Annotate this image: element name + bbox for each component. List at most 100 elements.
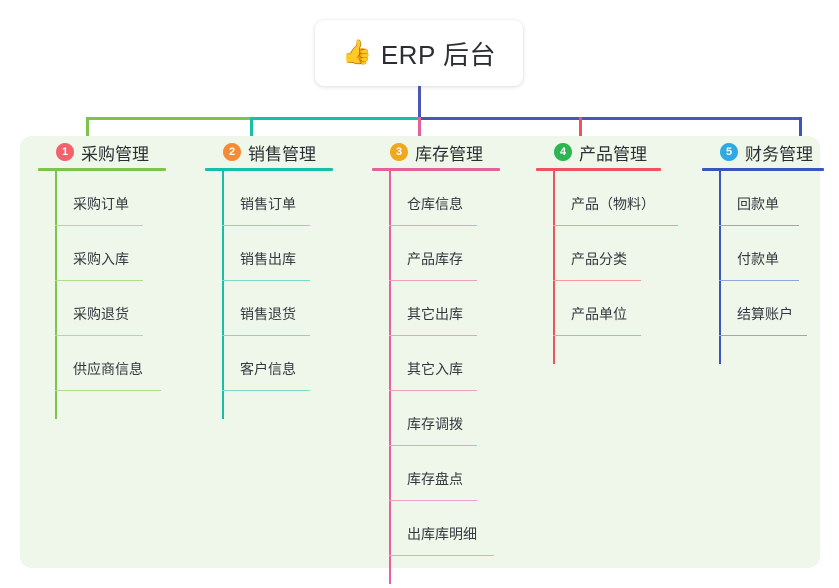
root-node-card[interactable]: 👍 ERP 后台 [315, 20, 523, 86]
branch-number-badge: 1 [56, 143, 74, 161]
leaf-node-rule [55, 334, 143, 336]
leaf-node[interactable]: 库存盘点 [389, 446, 500, 501]
leaf-node-label: 出库库明细 [407, 526, 477, 542]
branch-spine-line [55, 171, 57, 419]
leaf-node-label: 产品（物料） [571, 196, 655, 212]
leaf-node-rule [222, 279, 310, 281]
branch-header-4[interactable]: 4 产品管理 [536, 136, 661, 168]
leaf-node[interactable]: 供应商信息 [55, 336, 166, 391]
leaf-node-label: 回款单 [737, 196, 779, 212]
leaf-node-label: 供应商信息 [73, 361, 143, 377]
leaf-node[interactable]: 产品单位 [553, 281, 661, 336]
leaf-node[interactable]: 库存调拨 [389, 391, 500, 446]
leaf-node-rule [389, 444, 477, 446]
branch-title: 财务管理 [745, 144, 813, 164]
leaf-node-label: 采购退货 [73, 306, 129, 322]
branch-items-list: 销售订单销售出库销售退货客户信息 [205, 171, 333, 419]
branch-column-1: 1 采购管理采购订单采购入库采购退货供应商信息 [38, 136, 166, 419]
branch-column-2: 2 销售管理销售订单销售出库销售退货客户信息 [205, 136, 333, 419]
leaf-node-rule [222, 389, 310, 391]
branch-spine-line [222, 171, 224, 419]
leaf-node-rule [55, 224, 143, 226]
branch-header-rule [205, 168, 333, 171]
leaf-node[interactable]: 销售出库 [222, 226, 333, 281]
leaf-node-rule [55, 279, 143, 281]
leaf-node[interactable]: 产品（物料） [553, 171, 678, 226]
leaf-node-label: 销售出库 [240, 251, 296, 267]
leaf-node[interactable]: 采购订单 [55, 171, 166, 226]
leaf-node-label: 付款单 [737, 251, 779, 267]
branch-spine-line [719, 171, 721, 364]
branch-items-list: 回款单付款单结算账户 [702, 171, 824, 364]
leaf-node-rule [389, 224, 477, 226]
branch-column-5: 5 财务管理回款单付款单结算账户 [702, 136, 824, 364]
leaf-node[interactable]: 产品库存 [389, 226, 500, 281]
leaf-node-rule [389, 279, 477, 281]
branch-number-badge: 4 [554, 143, 572, 161]
leaf-node[interactable]: 其它出库 [389, 281, 500, 336]
leaf-node-rule [719, 224, 799, 226]
leaf-node-label: 采购订单 [73, 196, 129, 212]
branch-items-list: 仓库信息产品库存其它出库其它入库库存调拨库存盘点出库库明细 [372, 171, 500, 584]
leaf-node[interactable]: 付款单 [719, 226, 824, 281]
leaf-node-label: 产品单位 [571, 306, 627, 322]
leaf-node-rule [553, 334, 641, 336]
branch-number-badge: 2 [223, 143, 241, 161]
leaf-node-label: 采购入库 [73, 251, 129, 267]
leaf-node-label: 结算账户 [737, 306, 793, 322]
branch-items-list: 产品（物料） 产品分类产品单位 [536, 171, 678, 364]
leaf-node-rule [389, 554, 494, 556]
leaf-node-label: 产品库存 [407, 251, 463, 267]
leaf-node-rule [553, 279, 641, 281]
leaf-node-label: 其它出库 [407, 306, 463, 322]
leaf-node[interactable]: 采购退货 [55, 281, 166, 336]
leaf-node-label: 销售订单 [240, 196, 296, 212]
leaf-node-label: 其它入库 [407, 361, 463, 377]
branch-header-3[interactable]: 3 库存管理 [372, 136, 500, 168]
leaf-node[interactable]: 回款单 [719, 171, 824, 226]
branch-header-2[interactable]: 2 销售管理 [205, 136, 333, 168]
branch-title: 销售管理 [248, 144, 316, 164]
branch-spine-line [553, 171, 555, 364]
leaf-node-rule [222, 224, 310, 226]
leaf-node[interactable]: 出库库明细 [389, 501, 500, 556]
leaf-node-rule [719, 279, 799, 281]
branch-column-3: 3 库存管理仓库信息产品库存其它出库其它入库库存调拨库存盘点出库库明细 [372, 136, 500, 584]
leaf-node[interactable]: 仓库信息 [389, 171, 500, 226]
leaf-node-rule [55, 389, 161, 391]
branch-header-rule [536, 168, 661, 171]
branch-title: 采购管理 [81, 144, 149, 164]
branch-title: 库存管理 [415, 144, 483, 164]
leaf-node[interactable]: 结算账户 [719, 281, 824, 336]
branch-header-1[interactable]: 1 采购管理 [38, 136, 166, 168]
branch-title: 产品管理 [579, 144, 647, 164]
leaf-node-label: 库存调拨 [407, 416, 463, 432]
leaf-node-label: 产品分类 [571, 251, 627, 267]
branch-spine-line [389, 171, 391, 584]
leaf-node[interactable]: 销售订单 [222, 171, 333, 226]
leaf-node[interactable]: 其它入库 [389, 336, 500, 391]
branch-column-4: 4 产品管理产品（物料） 产品分类产品单位 [536, 136, 678, 364]
leaf-node-label: 销售退货 [240, 306, 296, 322]
page-title: ERP 后台 [380, 39, 497, 70]
leaf-node-rule [553, 224, 678, 226]
branch-number-badge: 3 [390, 143, 408, 161]
leaf-node[interactable]: 产品分类 [553, 226, 661, 281]
leaf-node-label: 库存盘点 [407, 471, 463, 487]
leaf-node-rule [719, 334, 807, 336]
branch-header-rule [38, 168, 166, 171]
leaf-node-rule [389, 499, 477, 501]
branch-header-5[interactable]: 5 财务管理 [702, 136, 824, 168]
branch-number-badge: 5 [720, 143, 738, 161]
branch-items-list: 采购订单采购入库采购退货供应商信息 [38, 171, 166, 419]
mindmap-panel: 1 采购管理采购订单采购入库采购退货供应商信息 2 销售管理销售订单销售出库销售退货客… [20, 136, 824, 584]
thumbs-up-icon: 👍 [341, 39, 372, 66]
leaf-node-rule [222, 334, 310, 336]
leaf-node[interactable]: 采购入库 [55, 226, 166, 281]
branch-header-rule [372, 168, 500, 171]
leaf-node[interactable]: 客户信息 [222, 336, 333, 391]
leaf-node[interactable]: 销售退货 [222, 281, 333, 336]
leaf-node-label: 客户信息 [240, 361, 296, 377]
leaf-node-label: 仓库信息 [407, 196, 463, 212]
leaf-node-rule [389, 389, 477, 391]
